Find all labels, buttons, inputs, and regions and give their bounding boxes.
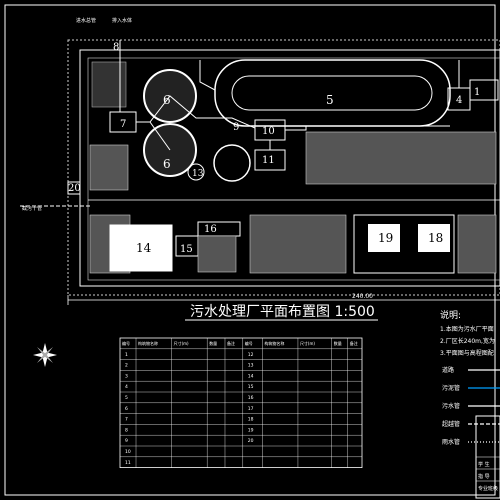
structure-table: 编号构筑物名称尺寸(m)数量备注编号构筑物名称尺寸(m)数量备注12345678…	[119, 337, 363, 469]
zone-20-marker	[67, 181, 81, 195]
table-header: 尺寸(m)	[300, 340, 315, 346]
ditch-5-inner	[231, 75, 433, 111]
table-cell-id: 6	[125, 406, 128, 412]
zone-label: 11	[262, 155, 275, 166]
zone-label: 7	[120, 119, 126, 130]
pipe-b	[136, 95, 256, 129]
zone-label: 5	[326, 93, 334, 107]
north-arrow-icon	[33, 343, 57, 367]
table-cell-id: 15	[248, 384, 254, 390]
table-header: 编号	[122, 340, 130, 346]
green-area-bottom-right	[457, 214, 497, 274]
dimension-label: 240.00	[352, 293, 373, 300]
pipe-d	[285, 125, 450, 131]
zone-label: 1	[474, 87, 480, 98]
building-18	[418, 224, 450, 252]
pipe-a	[199, 60, 216, 91]
zone-label: 20	[68, 183, 81, 194]
road-outline	[79, 49, 500, 287]
site-boundary	[67, 39, 500, 296]
green-area-left	[89, 144, 129, 191]
notes-line: 1.本图为污水厂平面	[440, 325, 494, 333]
table-cell-id: 7	[125, 417, 128, 423]
legend-label: 道路	[442, 366, 454, 374]
table-header: 构筑物名称	[264, 340, 284, 346]
table-cell-id: 8	[125, 427, 128, 433]
zone-label: 16	[204, 224, 217, 235]
table-header: 尺寸(m)	[174, 340, 189, 346]
table-cell-id: 14	[248, 373, 254, 379]
green-area-mid	[197, 235, 237, 273]
zone-label: 12	[225, 157, 240, 171]
table-cell-id: 16	[248, 395, 254, 401]
green-area-bottom-center	[249, 214, 347, 274]
zone-label: 18	[428, 231, 443, 245]
table-cell-id: 2	[125, 363, 128, 369]
table-cell-id: 11	[125, 460, 131, 466]
zone-label: 10	[262, 126, 275, 137]
legend-label: 污水管	[442, 402, 460, 410]
zone-8-area	[91, 61, 127, 108]
inlet-label-2: 排入水体	[112, 17, 132, 24]
zone-label: 15	[180, 244, 193, 255]
table-cell-id: 5	[125, 395, 128, 401]
notes-line: 3.平面图与高程图配	[440, 349, 494, 357]
zone-label: 8	[113, 42, 119, 53]
drawing-title: 污水处理厂平面布置图 1:500	[190, 304, 375, 320]
table-cell-id: 19	[248, 427, 254, 433]
title-block-cell: 专业班级	[478, 485, 498, 492]
table-header: 备注	[350, 340, 358, 346]
zone-label: 6	[163, 93, 171, 107]
zone-label: 4	[456, 95, 462, 106]
table-cell-id: 1	[125, 352, 128, 358]
notes-line: 2.厂区长240m,宽为	[440, 337, 495, 345]
table-header: 编号	[245, 340, 253, 346]
tank-13	[187, 163, 205, 181]
table-cell-id: 9	[125, 438, 128, 444]
legend-label: 污泥管	[442, 384, 460, 392]
title-block-cell: 指 导	[478, 473, 490, 480]
table-cell-id: 12	[248, 352, 254, 358]
road-inner	[87, 57, 500, 281]
table-cell-id: 18	[248, 417, 254, 423]
table-cell-id: 20	[248, 438, 254, 444]
building-19	[368, 224, 400, 252]
table-cell-id: 17	[248, 406, 254, 412]
table-header: 构筑物名称	[138, 340, 158, 346]
table-header: 数量	[209, 340, 217, 346]
notes-lines: 1.本图为污水厂平面 2.厂区长240m,宽为 3.平面图与高程图配	[440, 325, 495, 357]
table-cell-id: 4	[125, 384, 128, 390]
zone-label: 13	[192, 169, 204, 179]
building-14	[109, 224, 173, 272]
table-cell-id: 3	[125, 373, 128, 379]
zone-label: 9	[233, 122, 239, 133]
tank-12	[213, 144, 251, 182]
table-header: 备注	[227, 340, 235, 346]
green-area-right	[305, 131, 497, 185]
table-header: 数量	[334, 340, 342, 346]
zone-label: 14	[136, 241, 152, 255]
zone-18-19-outer	[353, 214, 455, 274]
notes-heading: 说明:	[440, 309, 461, 321]
table-cell-id: 10	[125, 449, 131, 455]
left-inlet-label: 截污干管	[22, 205, 42, 212]
inlet-label-1: 进水总管	[76, 17, 96, 24]
legend-label: 雨水管	[442, 438, 460, 446]
zone-1-box	[469, 79, 499, 101]
zone-label: 19	[378, 231, 393, 245]
table-cell-id: 13	[248, 363, 254, 369]
pipe-c	[149, 121, 171, 151]
zone-label: 6	[163, 157, 171, 171]
title-block-cell: 学 生	[478, 461, 490, 468]
legend-label: 超越管	[442, 420, 460, 428]
